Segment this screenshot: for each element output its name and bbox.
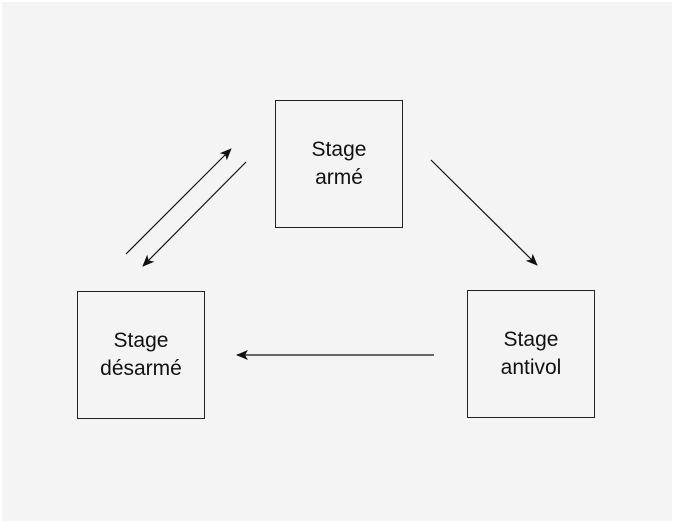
state-desarme-line1: Stage bbox=[113, 329, 169, 352]
state-antivol-box: Stage antivol bbox=[467, 290, 595, 418]
state-desarme-line2: désarmé bbox=[100, 357, 182, 380]
state-arme-line1: Stage bbox=[311, 138, 367, 161]
state-antivol-line1: Stage bbox=[503, 328, 559, 351]
arrow-arme-to-desarme bbox=[142, 161, 247, 267]
state-arme-box: Stage armé bbox=[275, 100, 403, 228]
state-antivol-line2: antivol bbox=[500, 356, 562, 379]
state-desarme-box: Stage désarmé bbox=[77, 291, 205, 419]
state-arme-line2: armé bbox=[315, 166, 363, 189]
arrow-arme-to-antivol bbox=[430, 159, 538, 266]
arrow-desarme-to-arme bbox=[125, 148, 232, 255]
